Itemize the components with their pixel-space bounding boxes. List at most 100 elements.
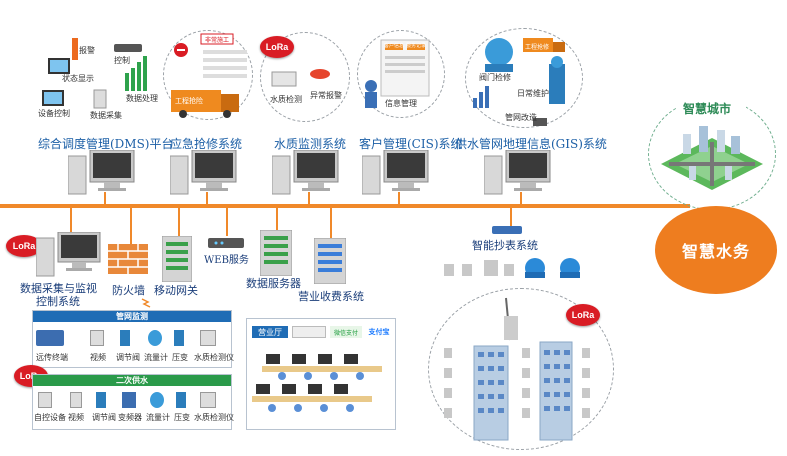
sec-device-valve [96,392,106,408]
emergency-illustration [171,33,247,118]
dms-item-control: 控制 [114,56,130,65]
label-emergency: 应急抢修系统 [170,137,243,151]
cis-circle [357,30,445,118]
label-scada-2: 控制系统 [36,295,80,308]
lora-badge-meter: LoRa [566,304,600,326]
gis-item-valve: 阀门检修 [479,73,511,82]
gis-circle [465,28,583,128]
smart-water-circle: 智慧水务 [655,206,777,294]
emergency-item-construction: 非常施工 [205,37,230,44]
signal-bolt-icon [141,298,151,308]
water-quality-cluster: 水质检测 异常报警 [260,32,350,122]
emergency-circle [163,30,253,120]
pipe-item-2: 调节阀 [116,353,140,362]
lora-badge-scada: LoRa [6,235,42,257]
gis-illustration [473,38,565,126]
connector-dms-pc [104,192,106,204]
wq-item-detection: 水质检测 [270,95,302,104]
cis-item-info: 客户信息 [384,43,405,49]
connector-meter [510,208,512,226]
wq-item-alarm: 异常报警 [310,91,342,100]
pc-scada [36,232,101,277]
dms-item-processing: 数据处理 [126,94,158,103]
sec-item-4: 流量计 [146,413,170,422]
payment-card-icon [292,326,326,338]
label-scada-1: 数据采集与监视 [20,282,97,295]
connector-web [226,208,228,236]
pipe-device-terminal [36,330,64,346]
dms-item-collection: 数据采集 [90,111,122,120]
label-web: WEB服务 [204,255,249,266]
water-quality-circle [260,32,350,122]
billing-counter-illustration [252,354,382,412]
smart-city-title: 智慧城市 [683,102,732,116]
meter-devices [444,258,580,278]
billing-hall-tag: 营业厅 [252,326,288,338]
pc-emergency [170,150,237,195]
label-water-quality: 水质监测系统 [274,137,347,151]
gis-item-renovation: 管网改造 [505,113,537,122]
pipe-device-quality [200,330,216,346]
emergency-cluster: 非常施工 工程抢险 [163,30,253,120]
cis-item-record: 服务记录 [406,43,427,49]
connector-wq-pc [308,192,310,204]
pipe-item-3: 流量计 [144,353,168,362]
dms-item-device-control: 设备控制 [38,109,70,118]
pipe-item-1: 视频 [90,353,106,362]
label-meter: 智能抄表系统 [472,239,538,252]
label-gis: 供水管网地理信息(GIS)系统 [455,137,607,151]
billing-server-icon [314,238,346,284]
connector-billing [330,208,332,238]
pipe-device-flowmeter [148,330,162,346]
connector-gateway [178,208,180,236]
pipe-item-4: 压变 [172,353,188,362]
label-gateway: 移动网关 [154,284,198,297]
pc-cis [362,150,429,195]
sec-device-pressure [176,392,186,408]
pc-gis [484,150,551,195]
dms-item-status: 状态显示 [62,74,94,83]
sec-item-5: 压变 [174,413,190,422]
smart-city-illustration [661,126,763,190]
label-db: 数据服务器 [246,277,301,290]
label-cis: 客户管理(CIS)系统 [359,137,463,151]
sec-item-3: 变频器 [118,413,142,422]
sec-item-6: 水质检测仪 [194,413,234,422]
dms-illustration [42,38,147,109]
gis-cluster: 阀门检修 工程抢修 日常维护 管网改造 [465,28,583,128]
sec-item-2: 调节阀 [92,413,116,422]
sec-device-auto [38,392,52,408]
label-billing: 营业收费系统 [298,290,364,303]
sec-device-quality [200,392,216,408]
dms-cluster: 报警 控制 状态显示 数据处理 设备控制 数据采集 [30,28,165,128]
lora-badge-water-quality: LoRa [260,36,294,58]
sec-device-video [70,392,82,408]
firewall-icon [108,244,148,274]
meter-router-icon [492,226,522,234]
main-network-line [0,204,690,208]
cis-item-management: 信息管理 [385,99,417,108]
web-router-icon [208,238,244,248]
sec-item-1: 视频 [68,413,84,422]
connector-cis-pc [398,192,400,204]
cis-illustration [365,39,430,108]
connector-emergency-pc [206,192,208,204]
label-firewall: 防火墙 [112,284,145,297]
label-dms: 综合调度管理(DMS)平台 [38,137,174,151]
pipe-device-video [90,330,104,346]
wechat-pay-tag: 微信支付 [330,326,362,338]
alipay-tag: 支付宝 [366,326,392,338]
pipe-device-pressure [174,330,184,346]
db-server-icon [260,230,292,276]
connector-scada [70,208,72,238]
pipe-network-panel: 管网监测 [32,310,232,368]
water-quality-illustration [271,69,330,87]
meter-building-circle [428,288,614,450]
secondary-panel-title: 二次供水 [33,375,231,386]
meter-buildings-illustration [444,297,590,441]
connector-db [276,208,278,230]
smart-water-title: 智慧水务 [681,242,750,261]
pc-dms [68,150,135,195]
sec-device-inverter [122,392,136,408]
connector-firewall [130,208,132,246]
